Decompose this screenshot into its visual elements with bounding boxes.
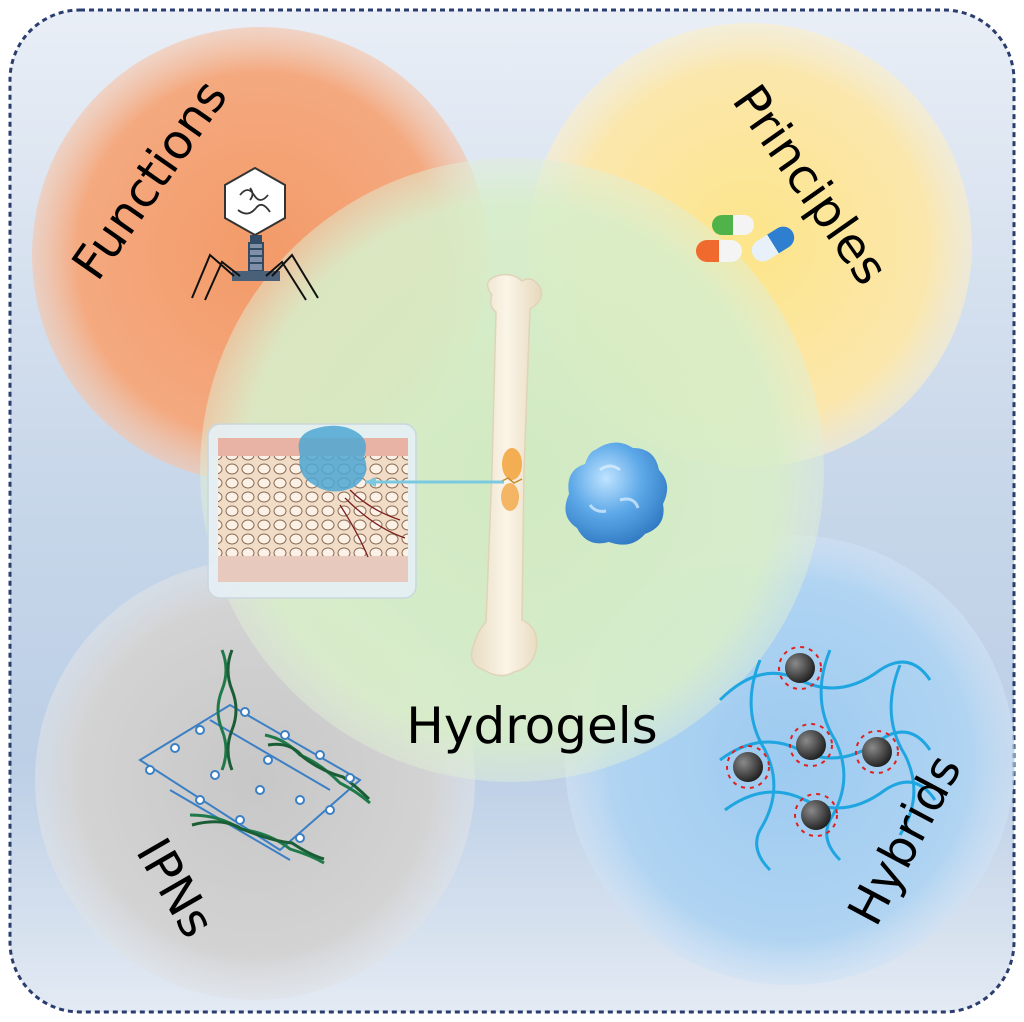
tissue-inset xyxy=(207,423,504,599)
nanoparticle-hydrogel-icon xyxy=(718,646,937,872)
capsules-icon xyxy=(696,215,795,262)
hydrogel-blob-icon xyxy=(565,442,668,545)
hydrogels-label: Hydrogels xyxy=(406,697,658,755)
interpenetrating-network-icon xyxy=(138,649,371,865)
bone-fracture-icon xyxy=(470,273,543,677)
bacteriophage-icon xyxy=(191,166,319,301)
